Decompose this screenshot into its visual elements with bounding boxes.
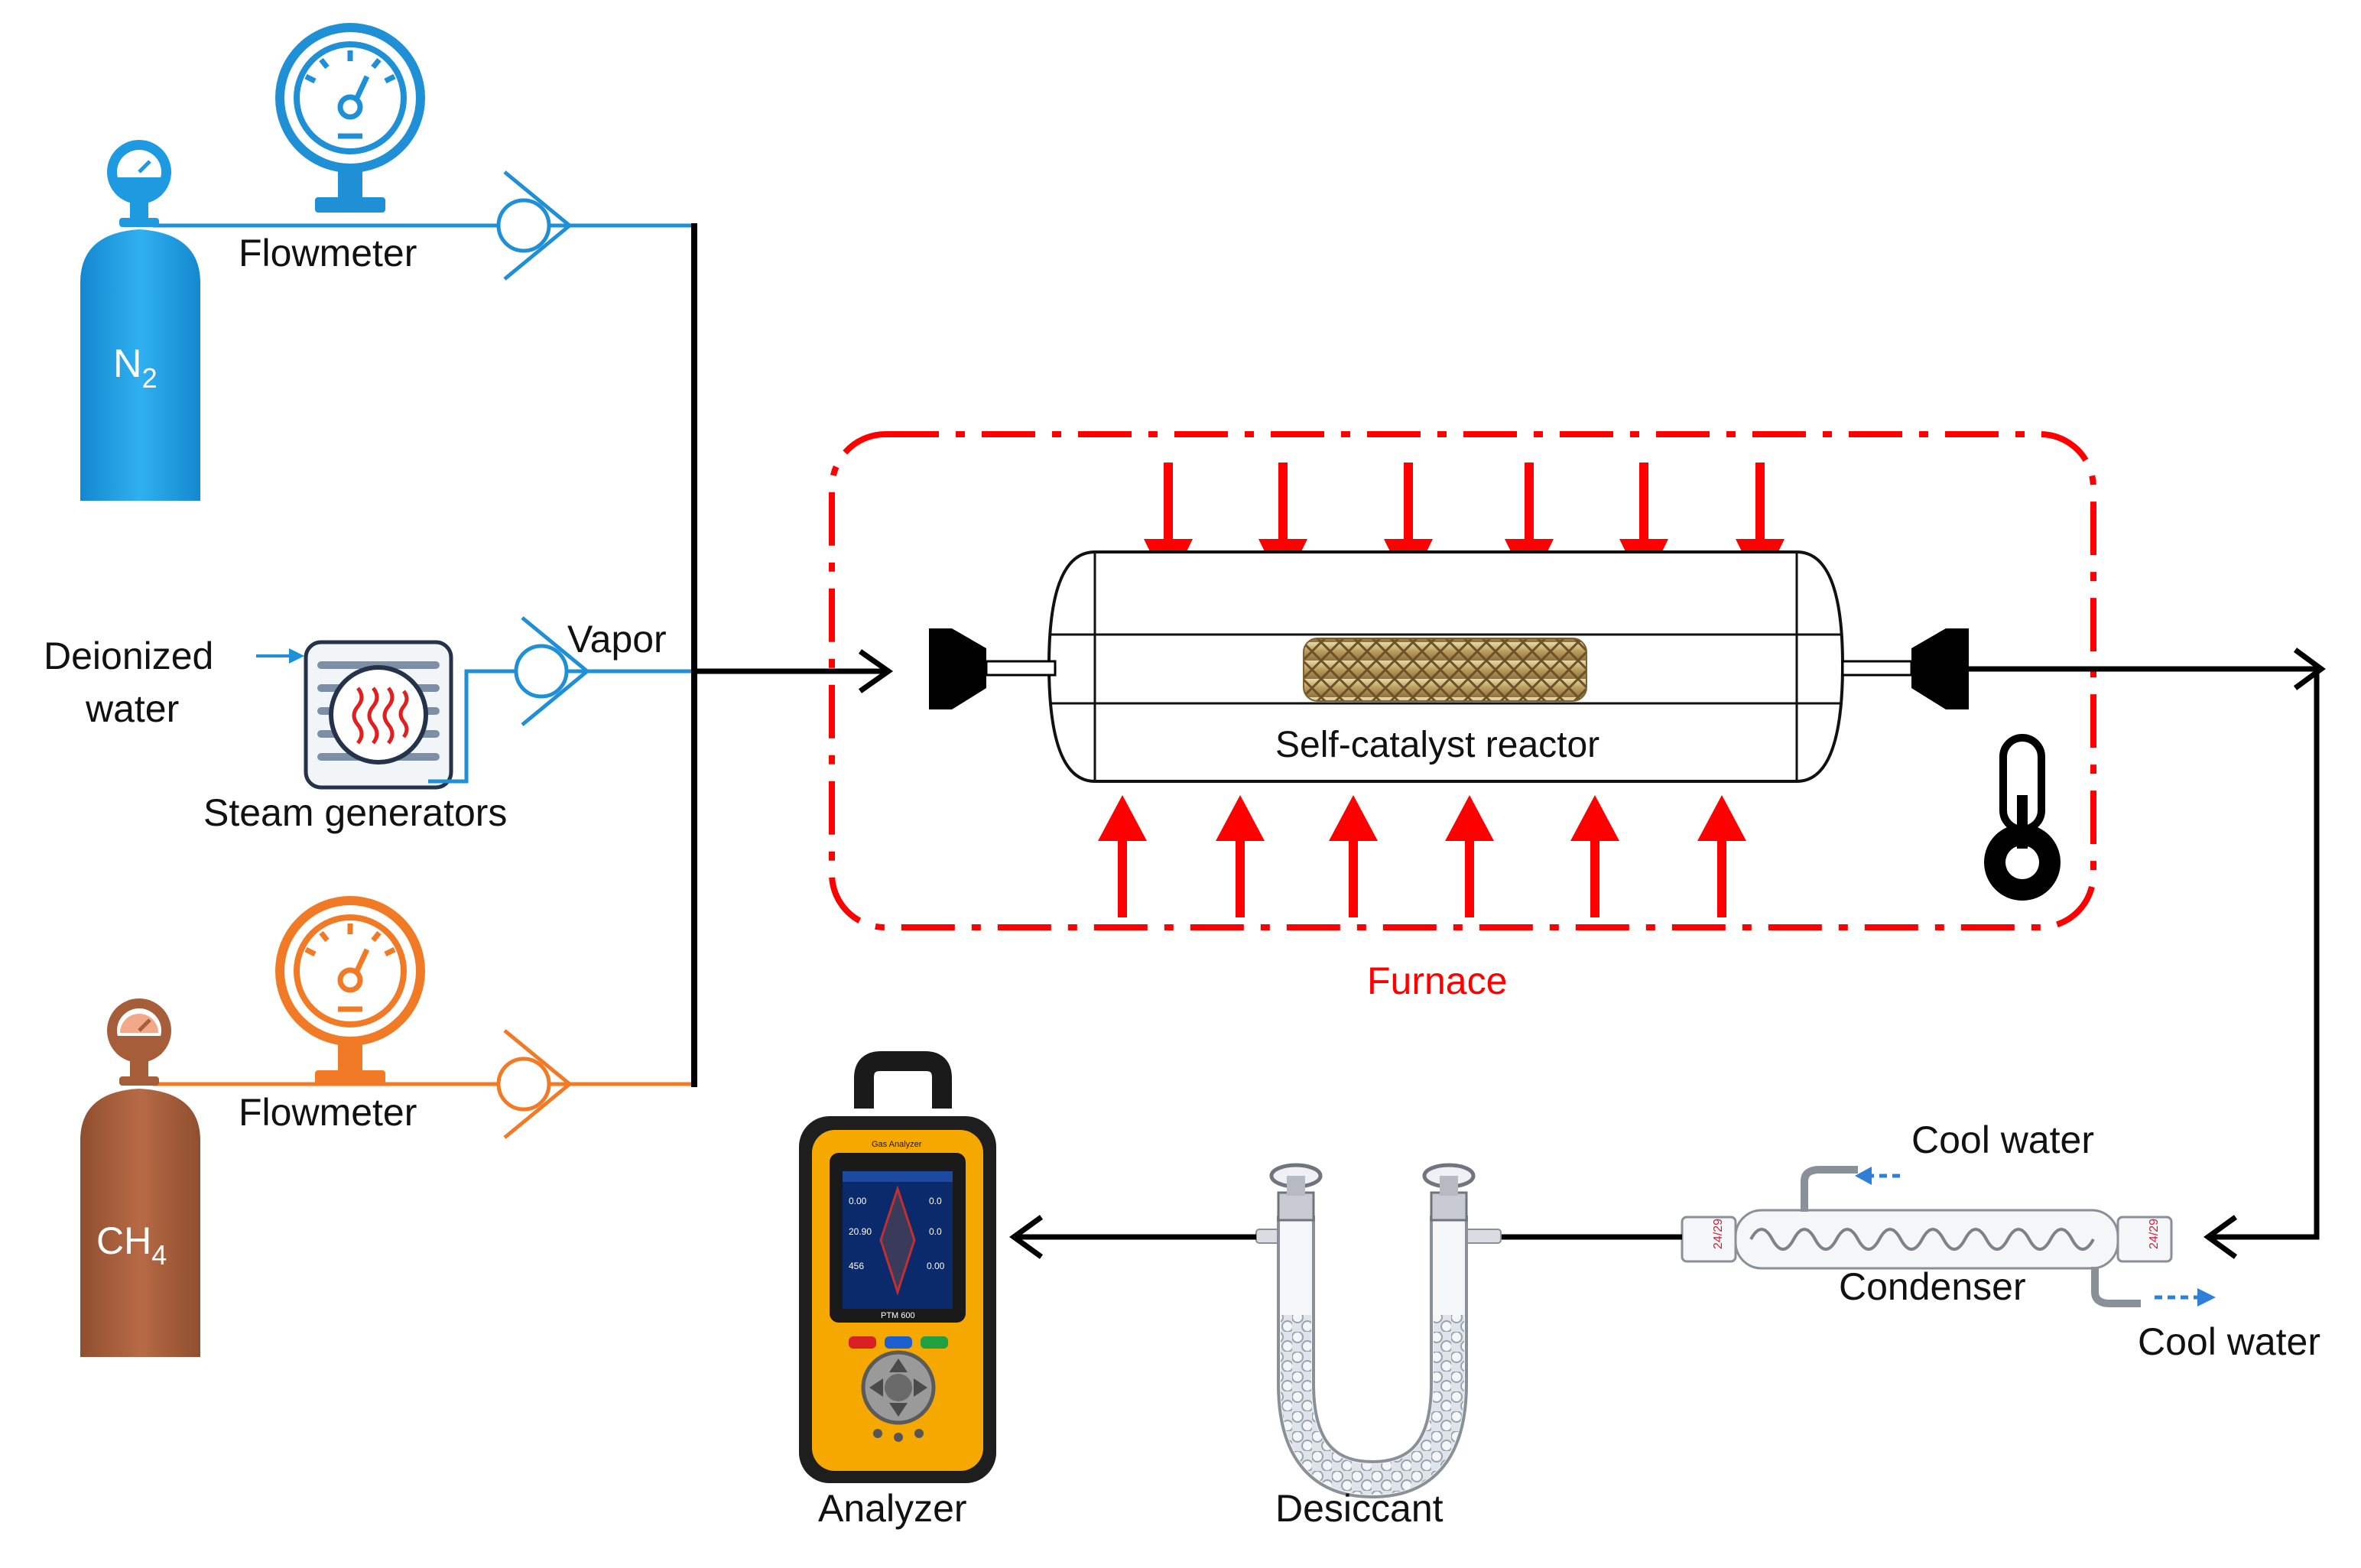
reactor-inlet-flange — [929, 628, 1057, 709]
n2-supply: N2 Flowmeter — [80, 23, 694, 501]
cool-water-out-arrow — [2155, 1288, 2216, 1307]
n2-label: N2 — [113, 342, 158, 394]
gas-cylinder-icon — [80, 140, 200, 501]
reactor-outlet-line — [1969, 666, 2320, 1240]
reactor-label: Self-catalyst reactor — [1275, 725, 1599, 765]
deionized-water-label-line2: water — [85, 687, 179, 730]
steam-generator-icon — [304, 640, 453, 790]
cool-water-in-arrow — [1855, 1167, 1900, 1185]
heat-arrow-icon — [1098, 795, 1147, 917]
analyzer-screen-value-5: 0.0 — [929, 1226, 942, 1237]
heat-arrow-icon — [1570, 795, 1619, 917]
desiccant-label: Desiccant — [1275, 1487, 1444, 1530]
thermometer-icon — [1984, 734, 2061, 901]
gas-analyzer-icon: Gas Analyzer 0.00 20.90 456 0.0 0.0 0.00… — [799, 1051, 996, 1483]
steam-generators-label: Steam generators — [203, 791, 507, 834]
pressure-gauge-icon — [275, 896, 425, 1086]
analyzer-label: Analyzer — [818, 1487, 967, 1530]
ch4-label: CH4 — [96, 1219, 167, 1271]
cool-water-in-label: Cool water — [1911, 1118, 2094, 1161]
check-valve-icon — [496, 170, 573, 281]
u-tube-icon — [1255, 1163, 1502, 1499]
flowmeter-bottom-label: Flowmeter — [239, 1091, 417, 1134]
vapor-label: Vapor — [567, 618, 667, 661]
heat-arrow-icon — [1445, 795, 1494, 917]
furnace-label: Furnace — [1367, 959, 1507, 1002]
catalyst-bed — [1303, 638, 1587, 702]
flowmeter-top-label: Flowmeter — [239, 232, 417, 274]
cool-water-out-label: Cool water — [2138, 1320, 2320, 1363]
heat-arrow-icon — [1697, 795, 1746, 917]
pressure-gauge-icon — [275, 23, 425, 213]
reactor-inlet-arrow — [858, 649, 894, 693]
heat-arrow-icon — [1216, 795, 1265, 917]
analyzer-screen-value-2: 20.90 — [849, 1226, 872, 1237]
check-valve-icon — [496, 1029, 573, 1139]
deionized-water-label-line1: Deionized — [44, 635, 213, 677]
ch4-supply: CH4 Flowmeter — [80, 896, 694, 1357]
analyzer-inlet-arrow — [1009, 1215, 1044, 1259]
reactor-outlet-flange — [1841, 628, 1969, 709]
heat-arrow-icon — [1329, 795, 1378, 917]
condenser-joint-right-label: 24/29 — [2148, 1219, 2161, 1249]
reactor: Self-catalyst reactor — [929, 550, 1969, 783]
analyzer-screen-value-4: 0.0 — [929, 1196, 942, 1206]
outlet-arrow-right — [2293, 648, 2326, 690]
condenser-label: Condenser — [1839, 1265, 2026, 1308]
heat-arrows-bottom — [1098, 795, 1746, 917]
check-valve-icon — [514, 616, 590, 726]
steam-pipe — [428, 669, 694, 784]
analyzer-model-label: PTM 600 — [881, 1311, 915, 1320]
steam-supply: Deionized water Steam generators Vapor — [44, 616, 694, 834]
condenser-joint-left-label: 24/29 — [1712, 1219, 1725, 1249]
condenser-icon: 24/29 24/29 — [1681, 1166, 2173, 1307]
analyzer-screen-value-3: 456 — [849, 1261, 864, 1271]
analyzer-screen-value-1: 0.00 — [849, 1196, 867, 1206]
analyzer-brand-label: Gas Analyzer — [872, 1140, 922, 1149]
condenser-inlet-arrow — [2203, 1215, 2238, 1259]
gas-cylinder-icon — [80, 998, 200, 1357]
analyzer-screen-value-6: 0.00 — [927, 1261, 945, 1271]
